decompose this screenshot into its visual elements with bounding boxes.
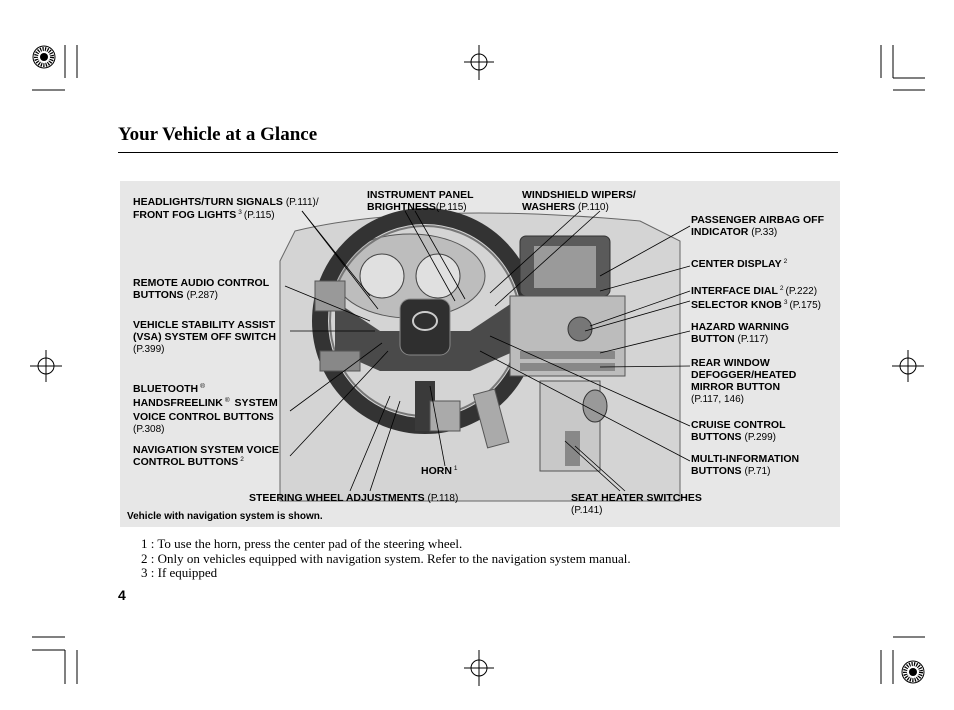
callout-steering-adjust: STEERING WHEEL ADJUSTMENTS (P.118) xyxy=(249,492,459,504)
dashboard-illustration xyxy=(279,208,691,502)
callout-hazard-button: HAZARD WARNING BUTTON (P.117) xyxy=(691,321,789,345)
callout-vsa-switch: VEHICLE STABILITY ASSIST (VSA) SYSTEM OF… xyxy=(133,319,276,355)
footnote-3: 3 : If equipped xyxy=(141,565,218,580)
page-number: 4 xyxy=(118,587,126,603)
title-rule xyxy=(118,152,838,153)
callout-wipers: WINDSHIELD WIPERS/ WASHERS (P.110) xyxy=(522,189,636,213)
callout-bluetooth: BLUETOOTH® HANDSFREELINK® SYSTEM VOICE C… xyxy=(133,383,278,435)
callout-seat-heater: SEAT HEATER SWITCHES (P.141) xyxy=(571,492,702,516)
figure-note: Vehicle with navigation system is shown. xyxy=(127,511,323,522)
callout-remote-audio: REMOTE AUDIO CONTROL BUTTONS (P.287) xyxy=(133,277,270,301)
callout-instrument-brightness: INSTRUMENT PANEL BRIGHTNESS(P.115) xyxy=(367,189,474,213)
dashboard-figure: HEADLIGHTS/TURN SIGNALS (P.111)/ FRONT F… xyxy=(120,181,840,527)
callout-cruise-control: CRUISE CONTROL BUTTONS (P.299) xyxy=(691,419,786,443)
page-title: Your Vehicle at a Glance xyxy=(118,124,318,145)
footnote-2: 2 : Only on vehicles equipped with navig… xyxy=(141,551,631,566)
callout-rear-defogger: REAR WINDOW DEFOGGER/HEATED MIRROR BUTTO… xyxy=(691,357,797,405)
callout-multi-information: MULTI-INFORMATION BUTTONS (P.71) xyxy=(691,453,800,477)
callout-headlights: HEADLIGHTS/TURN SIGNALS (P.111)/ FRONT F… xyxy=(133,196,319,221)
callout-airbag-indicator: PASSENGER AIRBAG OFF INDICATOR (P.33) xyxy=(691,214,825,238)
footnote-1: 1 : To use the horn, press the center pa… xyxy=(141,536,463,551)
